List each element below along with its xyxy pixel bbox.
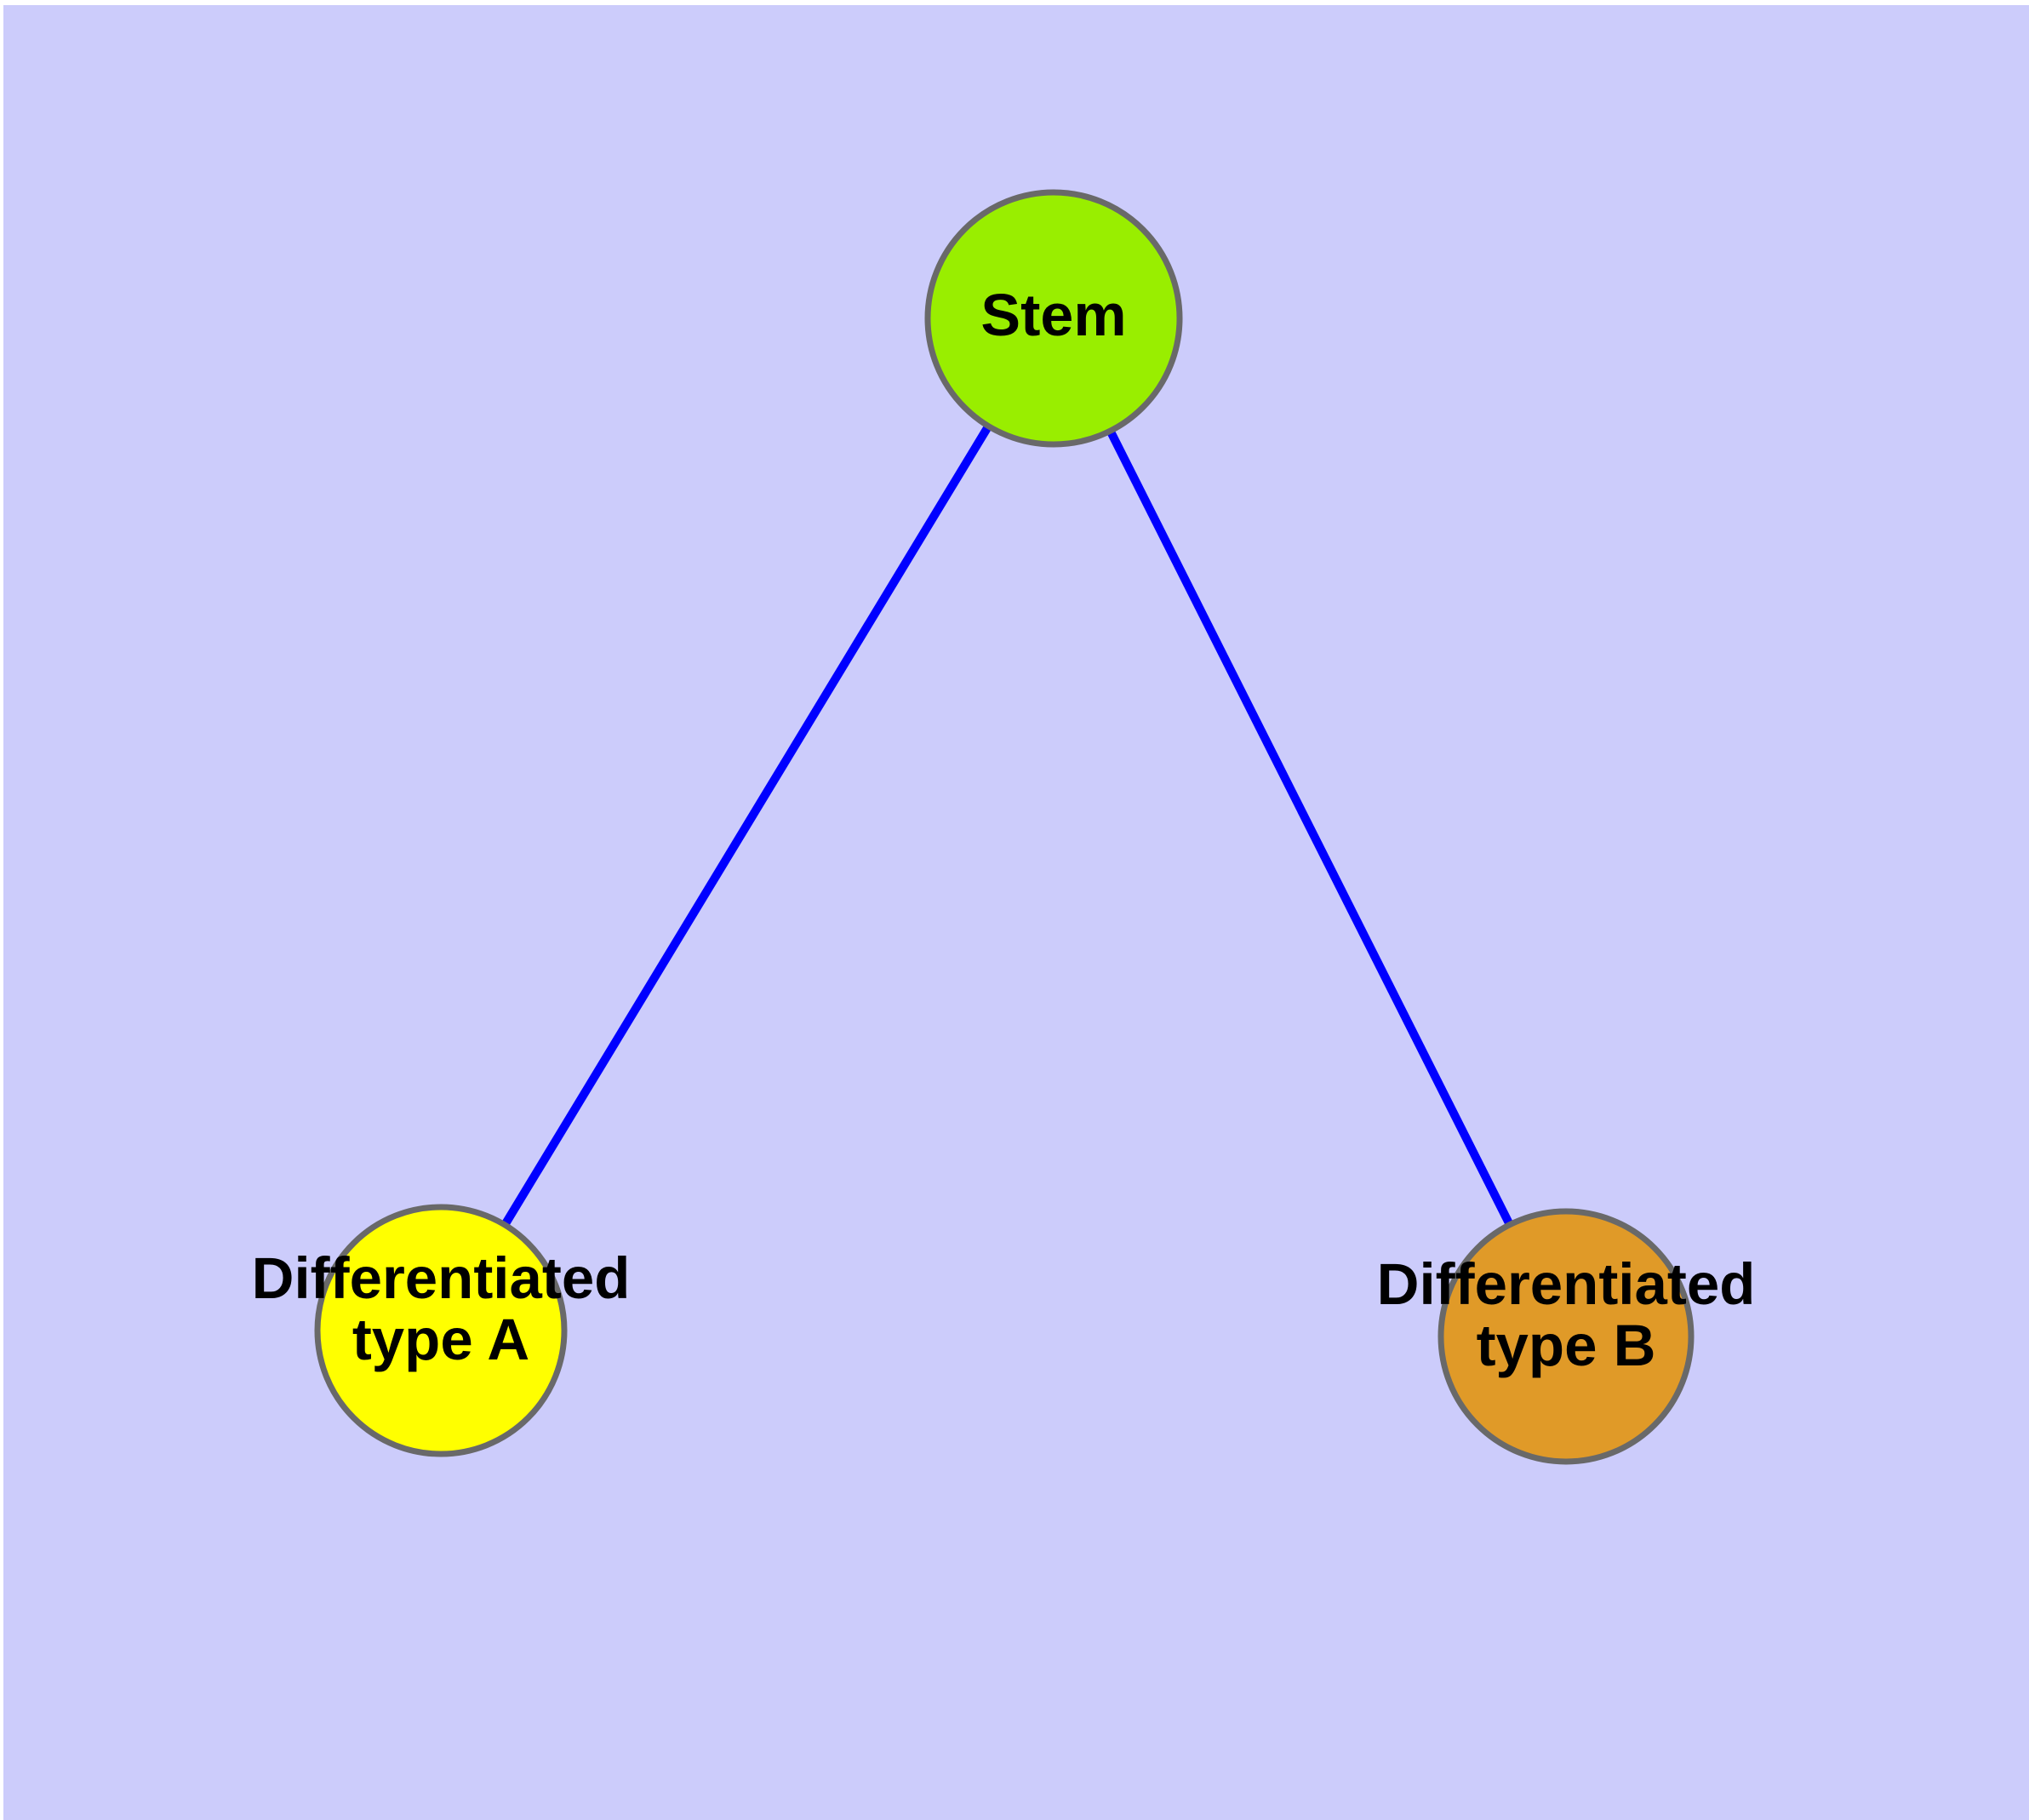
edge-stem-to-differentiated-type-a	[437, 316, 1058, 1333]
node-differentiated-type-a[interactable]	[314, 1204, 568, 1457]
edge-layer	[437, 316, 1570, 1339]
node-stem[interactable]	[924, 189, 1183, 448]
edge-stem-to-differentiated-type-b	[1049, 316, 1570, 1339]
node-layer	[314, 189, 1695, 1465]
node-differentiated-type-b[interactable]	[1437, 1208, 1695, 1465]
